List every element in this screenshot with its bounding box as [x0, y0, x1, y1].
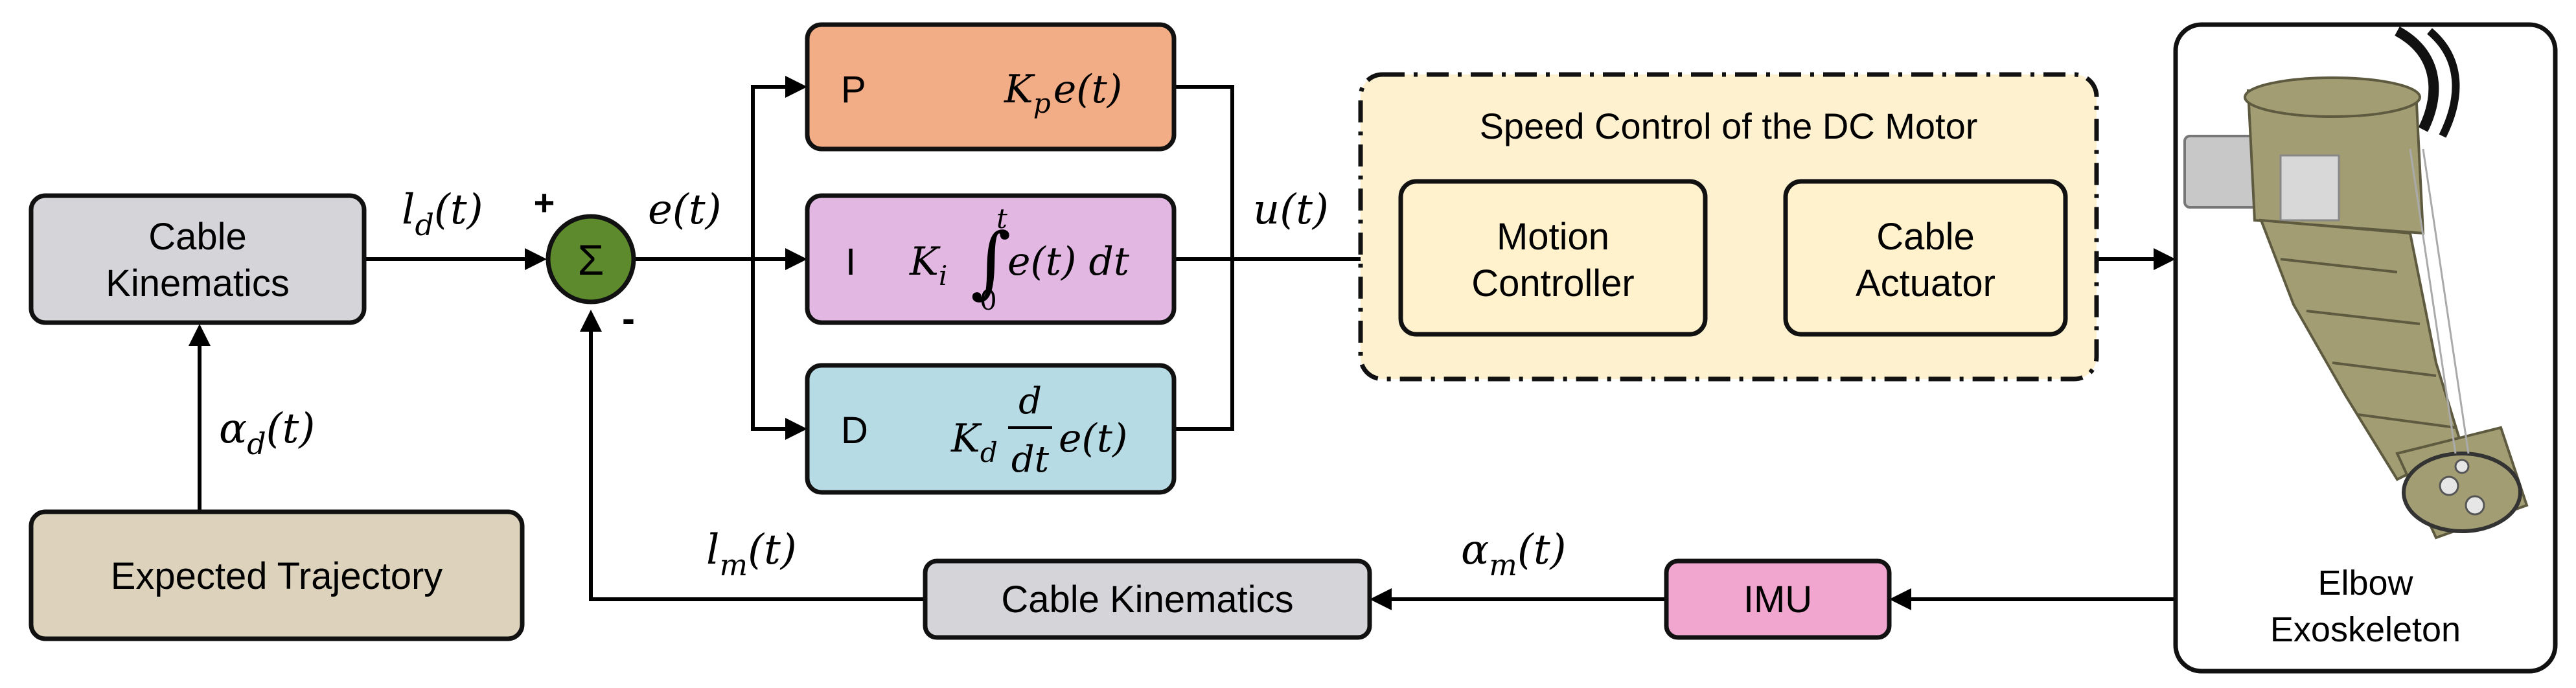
p-block: P Kpe(t) — [805, 22, 1177, 152]
sigma-symbol: Σ — [578, 236, 604, 284]
block-label: Motion — [1497, 216, 1609, 258]
arrowhead — [2154, 248, 2176, 270]
i-term: e(t) dt — [1007, 239, 1130, 284]
signal-ld: ld(t) — [402, 186, 483, 242]
d-term: e(t) — [1059, 416, 1127, 461]
block-label: Kinematics — [106, 262, 290, 304]
exoskeleton-illustration — [2183, 26, 2529, 540]
expected-trajectory-block: Expected Trajectory — [29, 509, 525, 641]
frac-denominator: dt — [1011, 439, 1050, 481]
block-letter: D — [841, 409, 868, 452]
arrowhead — [785, 248, 807, 270]
minus-sign: - — [622, 297, 635, 340]
imu-block: IMU — [1664, 558, 1892, 640]
arrowhead — [189, 324, 211, 346]
elbow-exoskeleton-block: Elbow Exoskeleton — [2173, 22, 2558, 674]
block-label: IMU — [1743, 579, 1812, 621]
region-title: Speed Control of the DC Motor — [1480, 106, 1978, 146]
block-letter: P — [841, 69, 866, 111]
arrowhead — [1370, 588, 1392, 610]
cable-kinematics-feedback-block: Cable Kinematics — [923, 558, 1372, 640]
cable-actuator-block: Cable Actuator — [1783, 179, 2068, 337]
integral-sign: ∫ — [971, 217, 1011, 307]
i-gain: Ki — [909, 239, 947, 292]
arrowhead — [785, 76, 807, 98]
block-label: Actuator — [1856, 262, 1995, 304]
block-label: Cable — [1876, 216, 1975, 258]
block-label: Controller — [1471, 262, 1634, 304]
signal-error: e(t) — [648, 186, 722, 234]
i-block: I Ki ∫ t 0 e(t) dt — [805, 193, 1177, 325]
block-label: Cable Kinematics — [1001, 579, 1293, 621]
summing-junction: Σ — [546, 214, 636, 304]
cable-kinematics-block: Cable Kinematics — [29, 193, 367, 325]
arrowhead — [1889, 588, 1911, 610]
arrowhead — [525, 248, 547, 270]
block-label: Expected Trajectory — [111, 555, 443, 597]
block-letter: I — [845, 241, 856, 283]
integral-lower: 0 — [980, 284, 997, 316]
frac-numerator: d — [1018, 380, 1042, 422]
motion-controller-block: Motion Controller — [1398, 179, 1708, 337]
arrowhead — [785, 418, 807, 440]
signal-alpha-m: αm(t) — [1461, 526, 1567, 582]
d-block: D Kd d dt e(t) — [805, 363, 1177, 495]
p-term: Kpe(t) — [1004, 67, 1122, 119]
block-label: Cable — [148, 216, 247, 258]
block-label: Exoskeleton — [2270, 610, 2461, 649]
signal-lm: lm(t) — [706, 526, 797, 582]
plus-sign: + — [534, 182, 555, 223]
d-gain: Kd — [950, 416, 998, 468]
signal-alpha-d: αd(t) — [219, 405, 315, 461]
signal-control: u(t) — [1253, 186, 1329, 234]
arrowhead — [580, 310, 602, 332]
block-label: Elbow — [2317, 564, 2413, 602]
integral-upper: t — [996, 203, 1007, 235]
